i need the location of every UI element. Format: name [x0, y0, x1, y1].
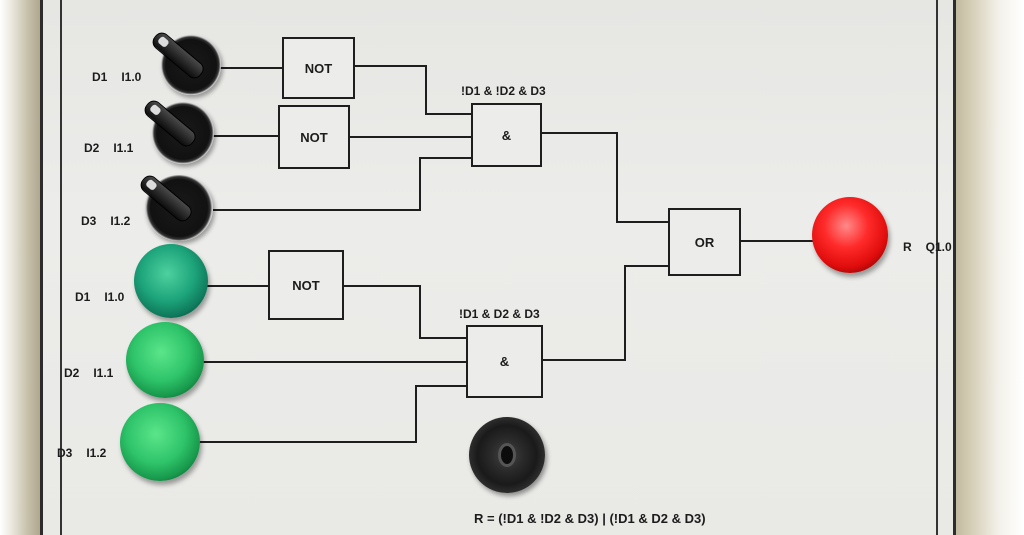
output-address: Q1.0 — [925, 240, 952, 254]
input-name: D1 — [92, 70, 108, 84]
input-address: I1.0 — [121, 70, 142, 84]
input-address: I1.1 — [113, 141, 134, 155]
io-label-d3-lamp: D3 I1.2 — [57, 446, 106, 460]
pilot-lamp-d2[interactable] — [126, 322, 204, 398]
pilot-lamp-d1[interactable] — [134, 244, 208, 318]
selector-switch-d2[interactable] — [141, 97, 214, 164]
not-gate-3: NOT — [268, 250, 344, 320]
selector-switch-d3[interactable] — [137, 172, 213, 241]
wire-d3-switch-to-and1 — [213, 157, 472, 211]
wire-not3-to-and2 — [343, 285, 467, 339]
gate-label: NOT — [304, 60, 333, 76]
input-name: D1 — [75, 290, 91, 304]
cabinet-frame-right — [952, 0, 1024, 535]
wire-and1-to-or — [541, 132, 669, 223]
io-label-d3-switch: D3 I1.2 — [81, 214, 130, 228]
input-name: D2 — [84, 141, 100, 155]
io-label-d2-switch: D2 I1.1 — [84, 141, 133, 155]
logic-formula: R = (!D1 & !D2 & D3) | (!D1 & D2 & D3) — [474, 511, 706, 526]
output-name: R — [903, 240, 912, 254]
term-label-top: !D1 & !D2 & D3 — [461, 84, 546, 98]
gate-label: & — [499, 354, 510, 369]
pilot-lamp-d3[interactable] — [120, 403, 200, 481]
input-name: D3 — [57, 446, 73, 460]
wire-and2-to-or — [542, 265, 669, 361]
wire-not1-to-and1 — [354, 65, 472, 115]
input-address: I1.2 — [110, 214, 131, 228]
io-label-d1-lamp: D1 I1.0 — [75, 290, 124, 304]
not-gate-2: NOT — [278, 105, 350, 169]
io-label-d1-switch: D1 I1.0 — [92, 70, 141, 84]
input-name: D3 — [81, 214, 97, 228]
panel-border-right — [936, 0, 938, 535]
input-address: I1.0 — [104, 290, 125, 304]
key-switch[interactable] — [469, 417, 545, 493]
gate-label: NOT — [292, 277, 320, 293]
and-gate-1: & — [471, 103, 542, 167]
gate-label: & — [501, 127, 512, 143]
switch-handle[interactable] — [137, 172, 195, 225]
output-lamp-r — [812, 197, 888, 273]
cabinet-frame-left — [0, 0, 44, 535]
io-label-d2-lamp: D2 I1.1 — [64, 366, 113, 380]
not-gate-1: NOT — [282, 37, 355, 99]
input-name: D2 — [64, 366, 80, 380]
and-gate-2: & — [466, 325, 543, 398]
wire-d3-lamp-to-and2 — [197, 385, 467, 443]
selector-switch-d1[interactable] — [149, 29, 221, 95]
or-gate: OR — [668, 208, 741, 276]
input-address: I1.1 — [93, 366, 114, 380]
key-slot-icon — [498, 443, 516, 467]
term-label-bottom: !D1 & D2 & D3 — [459, 307, 540, 321]
panel-border-left — [60, 0, 62, 535]
gate-label: OR — [694, 234, 715, 250]
io-label-output: R Q1.0 — [903, 240, 952, 254]
gate-label: NOT — [300, 129, 328, 145]
input-address: I1.2 — [86, 446, 107, 460]
